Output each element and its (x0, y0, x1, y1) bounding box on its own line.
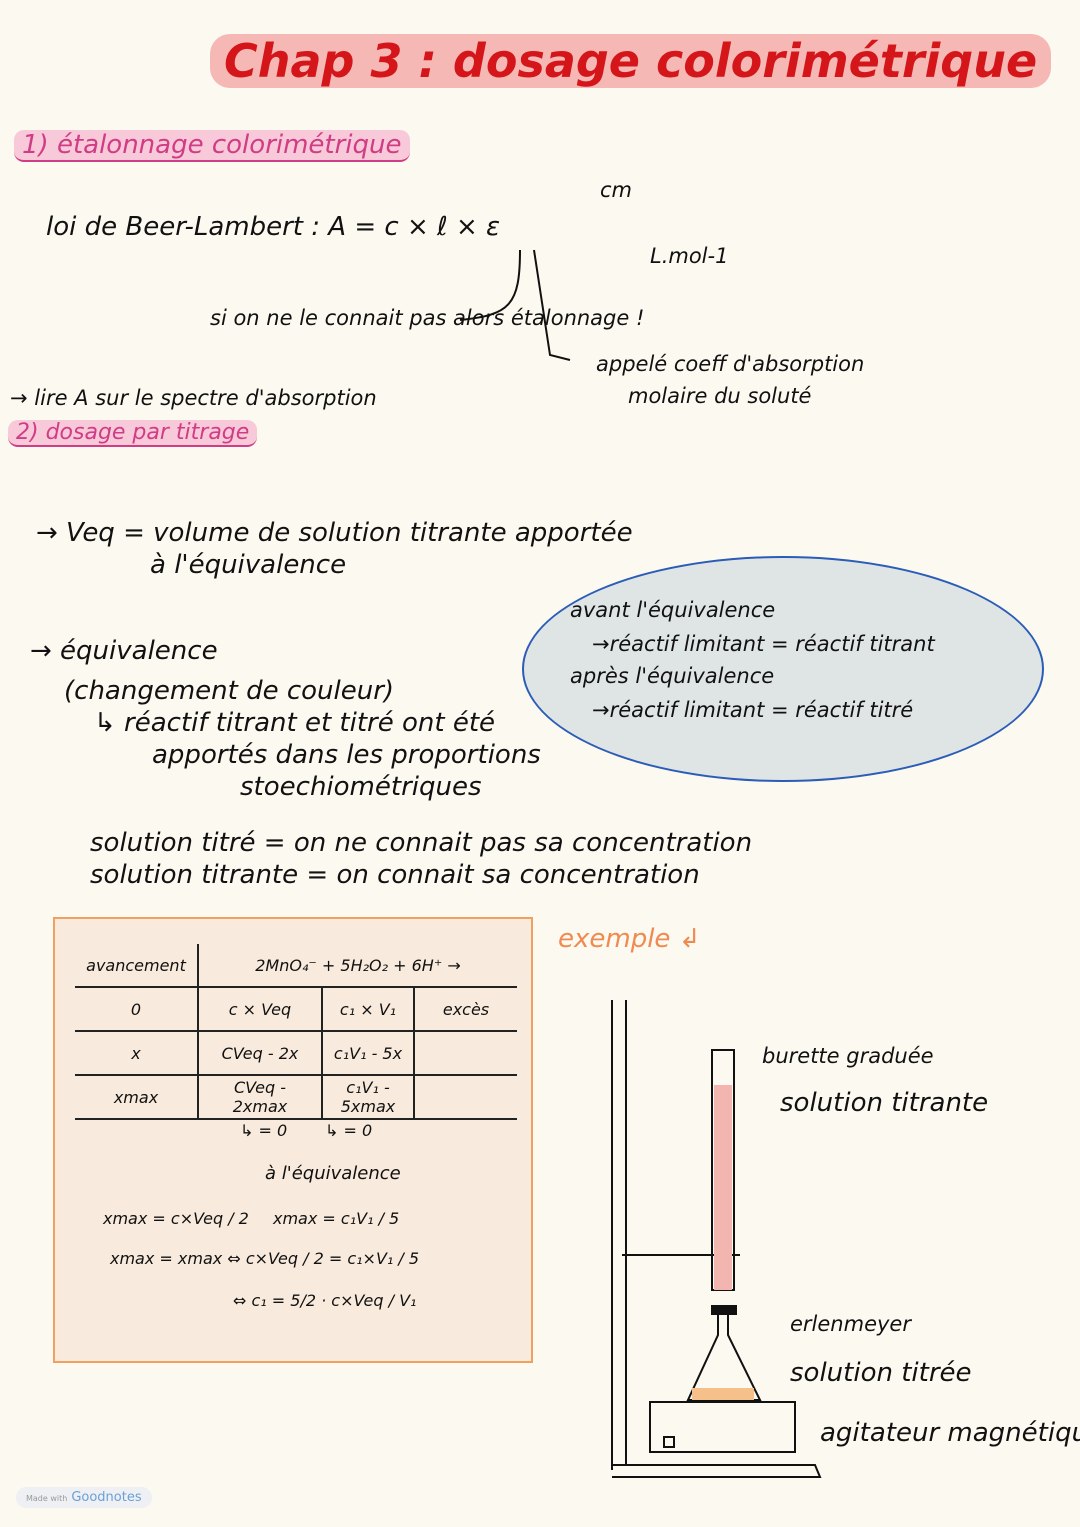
erlenmeyer (686, 1315, 762, 1401)
label-stirrer: agitateur magnétique (820, 1418, 1080, 1448)
note-eps-2: molaire du soluté (628, 384, 812, 408)
example-label: exemple ↲ (558, 924, 701, 954)
page-title: Chap 3 : dosage colorimétrique (210, 34, 1052, 88)
cell (414, 1031, 517, 1076)
solution-titrante-def: solution titrante = on connait sa concen… (90, 860, 700, 890)
eq-xmax-2: xmax = c₁V₁ / 5 (273, 1209, 400, 1228)
note-eps-1: appelé coeff d'absorption (596, 352, 865, 376)
eq-xmax-1: xmax = c×Veq / 2 (103, 1209, 249, 1228)
cell: c₁ × V₁ (322, 987, 415, 1032)
bubble-1: avant l'équivalence (570, 598, 776, 622)
stand-base (612, 1464, 822, 1478)
section-1-heading: 1) étalonnage colorimétrique (14, 130, 410, 162)
label-titre: solution titrée (790, 1358, 972, 1388)
cell: xmax (75, 1075, 199, 1120)
stopcock (711, 1305, 737, 1315)
equiv-note: à l'équivalence (265, 1163, 401, 1184)
titration-setup-diagram (611, 1000, 822, 1478)
cell: CVeq - 2x (198, 1031, 323, 1076)
titrant-fill (714, 1085, 732, 1290)
label-erlenmeyer: erlenmeyer (790, 1312, 911, 1336)
zero-note-2: ↳ = 0 (325, 1121, 373, 1140)
unit-l: cm (600, 178, 633, 202)
beer-lambert-law: loi de Beer-Lambert : A = c × ℓ × ε (46, 212, 501, 242)
note-c-1: si on ne le connait pas alors étalonnage… (210, 306, 645, 330)
header-cell: 2MnO₄⁻ + 5H₂O₂ + 6H⁺ → (198, 944, 517, 988)
veq-line-1: → Veq = volume de solution titrante appo… (36, 518, 633, 548)
cell: 0 (75, 987, 199, 1032)
titre-fill (692, 1388, 754, 1400)
label-titrant: solution titrante (780, 1088, 989, 1118)
magnetic-stirrer (649, 1401, 796, 1453)
header-cell: avancement (75, 944, 199, 988)
cell: CVeq - 2xmax (198, 1075, 323, 1120)
cell (414, 1075, 517, 1120)
label-burette: burette graduée (762, 1044, 934, 1068)
zero-note-1: ↳ = 0 (240, 1121, 288, 1140)
cell: excès (414, 987, 517, 1032)
annotation-arrows (459, 249, 571, 361)
cell: x (75, 1031, 199, 1076)
cell: c₁V₁ - 5x (322, 1031, 415, 1076)
cell: c × Veq (198, 987, 323, 1032)
bubble-2: →réactif limitant = réactif titrant (592, 632, 935, 656)
equiv-4: apportés dans les proportions (152, 740, 541, 770)
equiv-5: stoechiométriques (240, 772, 482, 802)
brand-name: Goodnotes (71, 1490, 142, 1505)
equivalence-bubble (522, 556, 1044, 782)
equiv-3: ↳ réactif titrant et titré ont été (94, 708, 496, 738)
equiv-1: → équivalence (30, 636, 218, 666)
bubble-3: après l'équivalence (570, 664, 775, 688)
made-with-text: Made with (26, 1494, 68, 1503)
section-2-heading: 2) dosage par titrage (8, 420, 258, 447)
bubble-4: →réactif limitant = réactif titré (592, 698, 914, 722)
cell: c₁V₁ - 5xmax (322, 1075, 415, 1120)
solution-titre-def: solution titré = on ne connait pas sa co… (90, 828, 753, 858)
eq-c1: ⇔ c₁ = 5/2 · c×Veq / V₁ (233, 1291, 417, 1310)
unit-eps: L.mol-1 (650, 244, 729, 268)
read-a: → lire A sur le spectre d'absorption (10, 386, 377, 410)
equiv-2: (changement de couleur) (64, 676, 395, 706)
veq-line-2: à l'équivalence (150, 550, 347, 580)
eq-xmax-3: xmax = xmax ⇔ c×Veq / 2 = c₁×V₁ / 5 (110, 1249, 420, 1268)
stirrer-button (663, 1436, 675, 1448)
